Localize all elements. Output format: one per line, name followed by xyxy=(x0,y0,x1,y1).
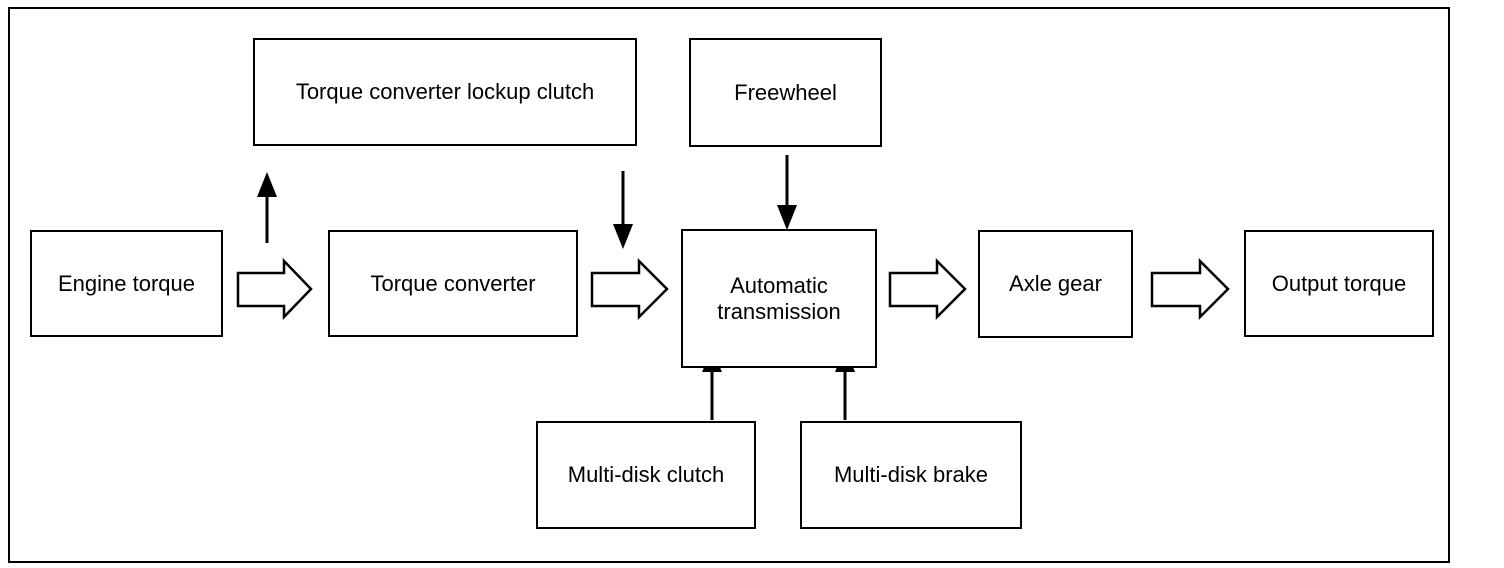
node-axle-gear: Axle gear xyxy=(978,230,1133,338)
node-axle-gear-label: Axle gear xyxy=(1009,271,1102,296)
node-multi-disk-brake: Multi-disk brake xyxy=(800,421,1022,529)
node-freewheel-label: Freewheel xyxy=(734,79,837,105)
node-multi-disk-brake-label: Multi-disk brake xyxy=(833,462,989,487)
node-multi-disk-clutch-label: Multi-disk clutch xyxy=(567,462,725,487)
node-torque-converter-label: Torque converter xyxy=(370,270,536,296)
node-output-torque-label: Output torque xyxy=(1271,270,1407,296)
node-engine-torque-label: Engine torque xyxy=(58,270,195,296)
node-torque-converter-lockup-clutch: Torque converter lockup clutch xyxy=(253,38,637,146)
block-arrow-engine-to-torque-converter xyxy=(236,257,313,321)
block-arrow-transmission-to-axle-gear xyxy=(888,257,967,321)
node-torque-converter: Torque converter xyxy=(328,230,578,337)
node-automatic-transmission-label: Automatic transmission xyxy=(717,272,841,324)
node-multi-disk-clutch: Multi-disk clutch xyxy=(536,421,756,529)
node-automatic-transmission: Automatic transmission xyxy=(681,229,877,368)
block-arrow-axle-gear-to-output xyxy=(1150,257,1230,321)
node-output-torque: Output torque xyxy=(1244,230,1434,337)
thin-arrow-down-from-lockup-clutch xyxy=(613,171,633,249)
node-torque-converter-lockup-clutch-label: Torque converter lockup clutch xyxy=(295,79,595,104)
thin-arrow-up-to-lockup-clutch xyxy=(257,172,277,243)
block-arrow-torque-converter-to-transmission xyxy=(590,257,669,321)
node-freewheel: Freewheel xyxy=(689,38,882,147)
node-engine-torque: Engine torque xyxy=(30,230,223,337)
thin-arrow-down-from-freewheel xyxy=(777,155,797,230)
